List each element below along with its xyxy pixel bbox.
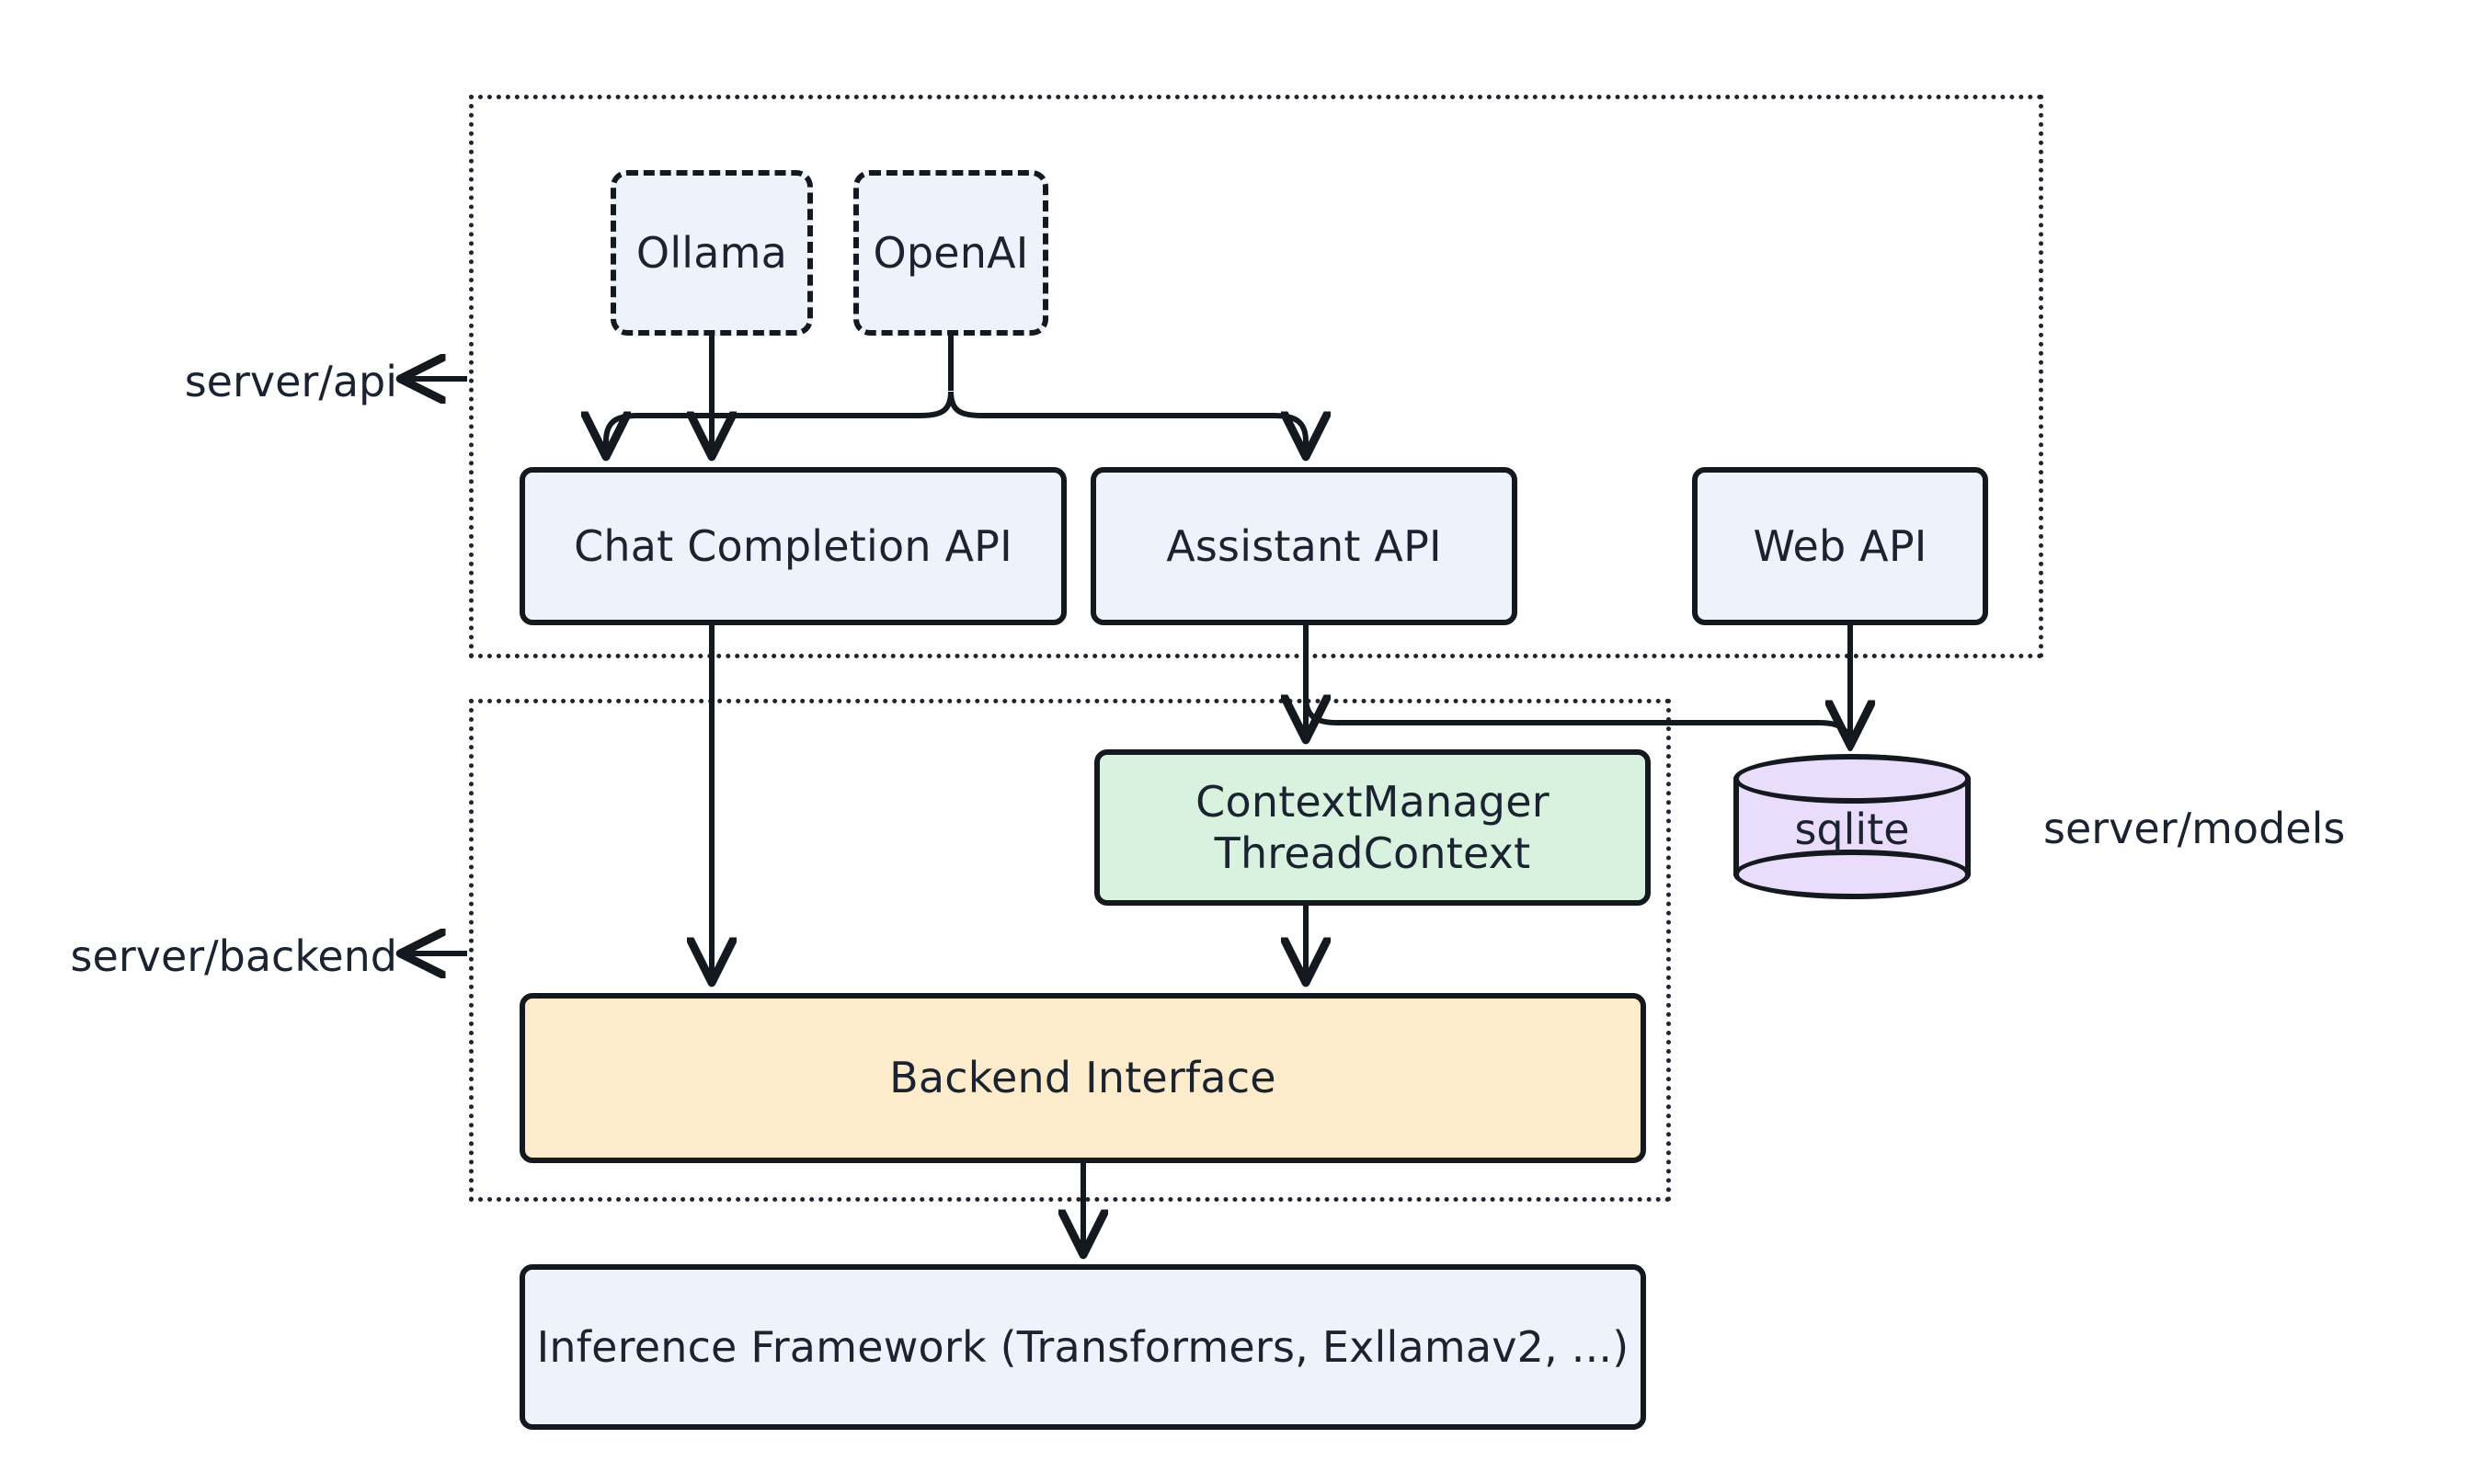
node-inference-framework-label: Inference Framework (Transformers, Exlla… (536, 1321, 1630, 1372)
node-chat-completion-api[interactable]: Chat Completion API (520, 467, 1067, 625)
node-web-api[interactable]: Web API (1692, 467, 1988, 625)
node-context-manager[interactable]: ContextManager ThreadContext (1094, 749, 1651, 906)
node-openai-label: OpenAI (873, 227, 1029, 278)
sqlite-cylinder-bottom (1733, 850, 1971, 899)
node-ollama-label: Ollama (635, 227, 788, 278)
node-ollama[interactable]: Ollama (611, 170, 813, 336)
subgraph-server-api (469, 95, 2043, 658)
node-sqlite[interactable]: sqlite (1733, 754, 1971, 899)
label-server-models: server/models (2043, 804, 2346, 853)
node-backend-interface[interactable]: Backend Interface (520, 993, 1646, 1163)
node-sqlite-label: sqlite (1794, 805, 1910, 855)
node-assistant-api[interactable]: Assistant API (1091, 467, 1517, 625)
node-context-manager-label: ContextManager ThreadContext (1195, 776, 1549, 878)
node-web-api-label: Web API (1753, 520, 1927, 571)
label-server-api: server/api (184, 357, 397, 406)
label-server-backend: server/backend (70, 931, 397, 981)
node-chat-completion-api-label: Chat Completion API (574, 520, 1012, 571)
sqlite-cylinder-top (1733, 754, 1971, 804)
node-inference-framework[interactable]: Inference Framework (Transformers, Exlla… (520, 1264, 1646, 1430)
node-backend-interface-label: Backend Interface (889, 1053, 1276, 1103)
node-openai[interactable]: OpenAI (853, 170, 1048, 336)
subgraph-server-backend (469, 699, 1671, 1202)
node-assistant-api-label: Assistant API (1166, 520, 1442, 571)
